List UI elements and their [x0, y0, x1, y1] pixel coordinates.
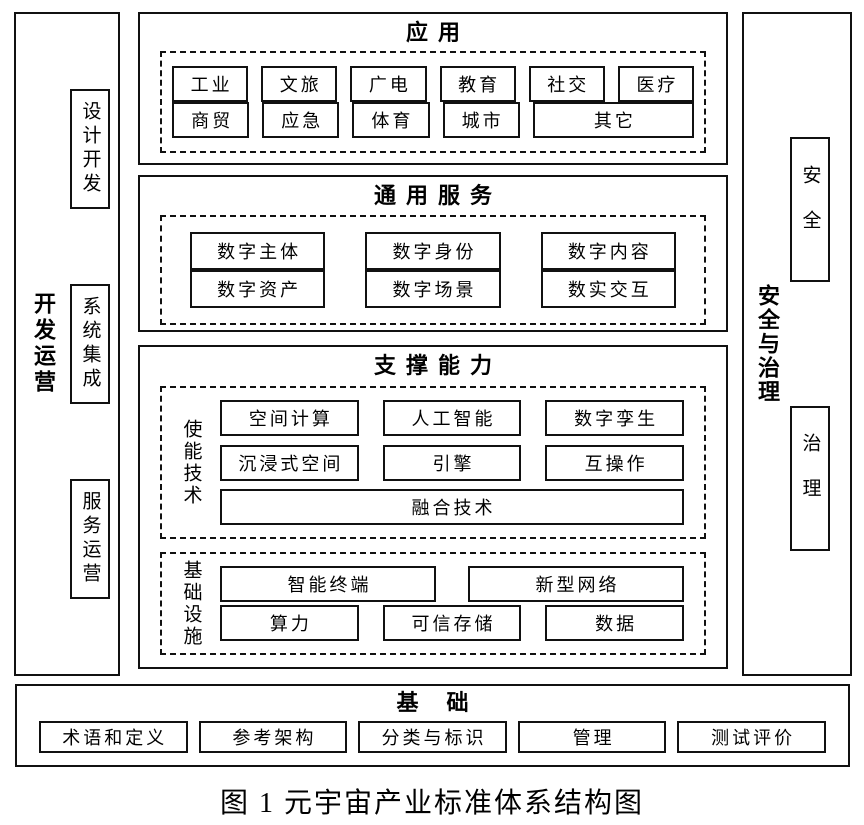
artificial-intelligence-box: 人工智能 — [382, 399, 522, 436]
application-section-title: 应用 — [405, 20, 470, 45]
security-governance-boxes: 安全 治理 — [790, 14, 830, 674]
sports-box: 体育 — [352, 101, 430, 138]
devops-pillar-boxes: 设计开发 系统集成 服务运营 — [70, 14, 110, 674]
devops-pillar: 开发运营 设计开发 系统集成 服务运营 — [14, 12, 120, 676]
enabling-tech-grid: 空间计算 人工智能 数字孪生 沉浸式空间 引擎 互操作 融合技术 — [220, 388, 704, 538]
security-governance-label: 安全与治理 — [755, 284, 780, 404]
infrastructure-row-1: 智能终端 新型网络 — [220, 566, 684, 603]
computing-power-box: 算力 — [220, 605, 359, 641]
culture-tourism-box: 文旅 — [261, 65, 338, 102]
foundation-section: 基础 术语和定义 参考架构 分类与标识 管理 测试评价 — [15, 684, 850, 767]
medical-box: 医疗 — [617, 65, 695, 102]
general-services-section-title: 通用服务 — [373, 183, 502, 208]
security-governance-pillar: 安全与治理 安全 治理 — [742, 12, 852, 676]
infrastructure-row-2: 算力 可信存储 数据 — [220, 605, 685, 641]
city-box: 城市 — [442, 101, 520, 138]
general-services-row-1: 数字主体 数字身份 数字内容 — [190, 231, 676, 270]
application-row-1: 工业 文旅 广电 教育 社交 医疗 — [172, 65, 695, 102]
support-capability-section: 支撑能力 使能技术 空间计算 人工智能 数字孪生 沉浸式空间 引擎 — [138, 345, 728, 669]
application-section: 应用 工业 文旅 广电 教育 社交 医疗 商贸 应急 体育 城市 — [138, 12, 728, 165]
service-operation-box: 服务运营 — [70, 479, 110, 599]
fusion-technology-box: 融合技术 — [220, 489, 684, 526]
infrastructure-grid: 智能终端 新型网络 算力 可信存储 数据 — [220, 554, 704, 653]
infrastructure-label-column: 基础设施 — [162, 554, 220, 653]
digital-asset-box: 数字资产 — [190, 269, 326, 308]
design-development-label: 设计开发 — [79, 101, 101, 197]
industry-box: 工业 — [172, 65, 249, 102]
spatial-computing-box: 空间计算 — [220, 399, 359, 436]
terms-definitions-box: 术语和定义 — [39, 720, 188, 753]
management-box: 管理 — [517, 720, 667, 753]
infrastructure-group: 基础设施 智能终端 新型网络 算力 可信存储 数据 — [160, 552, 706, 655]
foundation-items-row: 术语和定义 参考架构 分类与标识 管理 测试评价 — [39, 720, 826, 753]
engine-box: 引擎 — [382, 444, 522, 481]
application-row-2: 商贸 应急 体育 城市 其它 — [172, 101, 694, 138]
security-box-label: 安全 — [799, 164, 821, 255]
interoperability-box: 互操作 — [545, 444, 685, 481]
enabling-tech-label-column: 使能技术 — [162, 388, 220, 538]
digital-content-box: 数字内容 — [540, 231, 676, 270]
diagram-main-row: 开发运营 设计开发 系统集成 服务运营 应用 工业 — [14, 12, 852, 676]
social-box: 社交 — [528, 65, 605, 102]
enabling-tech-group: 使能技术 空间计算 人工智能 数字孪生 沉浸式空间 引擎 互操作 — [160, 385, 706, 540]
design-development-box: 设计开发 — [70, 89, 110, 209]
commerce-box: 商贸 — [172, 101, 250, 138]
system-integration-box: 系统集成 — [70, 284, 110, 404]
service-operation-label: 服务运营 — [79, 491, 101, 587]
general-services-row-2: 数字资产 数字场景 数实交互 — [190, 269, 676, 308]
general-services-items-group: 数字主体 数字身份 数字内容 数字资产 数字场景 数实交互 — [160, 214, 706, 325]
governance-box: 治理 — [790, 405, 830, 551]
enabling-tech-label: 使能技术 — [180, 418, 202, 507]
support-capability-section-title: 支撑能力 — [373, 353, 502, 378]
digital-identity-box: 数字身份 — [365, 231, 501, 270]
infrastructure-label: 基础设施 — [180, 559, 202, 648]
devops-pillar-label: 开发运营 — [31, 292, 56, 396]
digital-scene-box: 数字场景 — [365, 269, 501, 308]
general-services-section: 通用服务 数字主体 数字身份 数字内容 数字资产 数字场景 数实交互 — [138, 175, 728, 332]
broadcasting-box: 广电 — [350, 65, 427, 102]
application-items-group: 工业 文旅 广电 教育 社交 医疗 商贸 应急 体育 城市 其它 — [160, 50, 706, 153]
enabling-tech-row-1: 空间计算 人工智能 数字孪生 — [220, 399, 685, 436]
system-integration-label: 系统集成 — [79, 296, 101, 392]
enabling-tech-row-2: 沉浸式空间 引擎 互操作 — [220, 444, 685, 481]
immersive-space-box: 沉浸式空间 — [220, 444, 359, 481]
foundation-section-title: 基础 — [396, 690, 497, 715]
test-evaluation-box: 测试评价 — [677, 720, 826, 753]
enabling-tech-row-3: 融合技术 — [220, 489, 684, 526]
new-network-box: 新型网络 — [468, 566, 684, 603]
smart-terminal-box: 智能终端 — [220, 566, 436, 603]
digital-twin-box: 数字孪生 — [545, 399, 685, 436]
center-column: 应用 工业 文旅 广电 教育 社交 医疗 商贸 应急 体育 城市 — [138, 12, 728, 676]
emergency-box: 应急 — [262, 101, 340, 138]
reference-architecture-box: 参考架构 — [198, 720, 348, 753]
digital-physical-interaction-box: 数实交互 — [540, 269, 676, 308]
others-box: 其它 — [532, 101, 694, 138]
classification-identification-box: 分类与标识 — [358, 720, 507, 753]
figure-caption: 图 1 元宇宙产业标准体系结构图 — [219, 788, 644, 819]
data-box: 数据 — [545, 605, 685, 641]
security-box: 安全 — [790, 137, 830, 283]
governance-box-label: 治理 — [799, 433, 821, 524]
digital-subject-box: 数字主体 — [190, 231, 326, 270]
education-box: 教育 — [439, 65, 516, 102]
trusted-storage-box: 可信存储 — [382, 605, 522, 641]
